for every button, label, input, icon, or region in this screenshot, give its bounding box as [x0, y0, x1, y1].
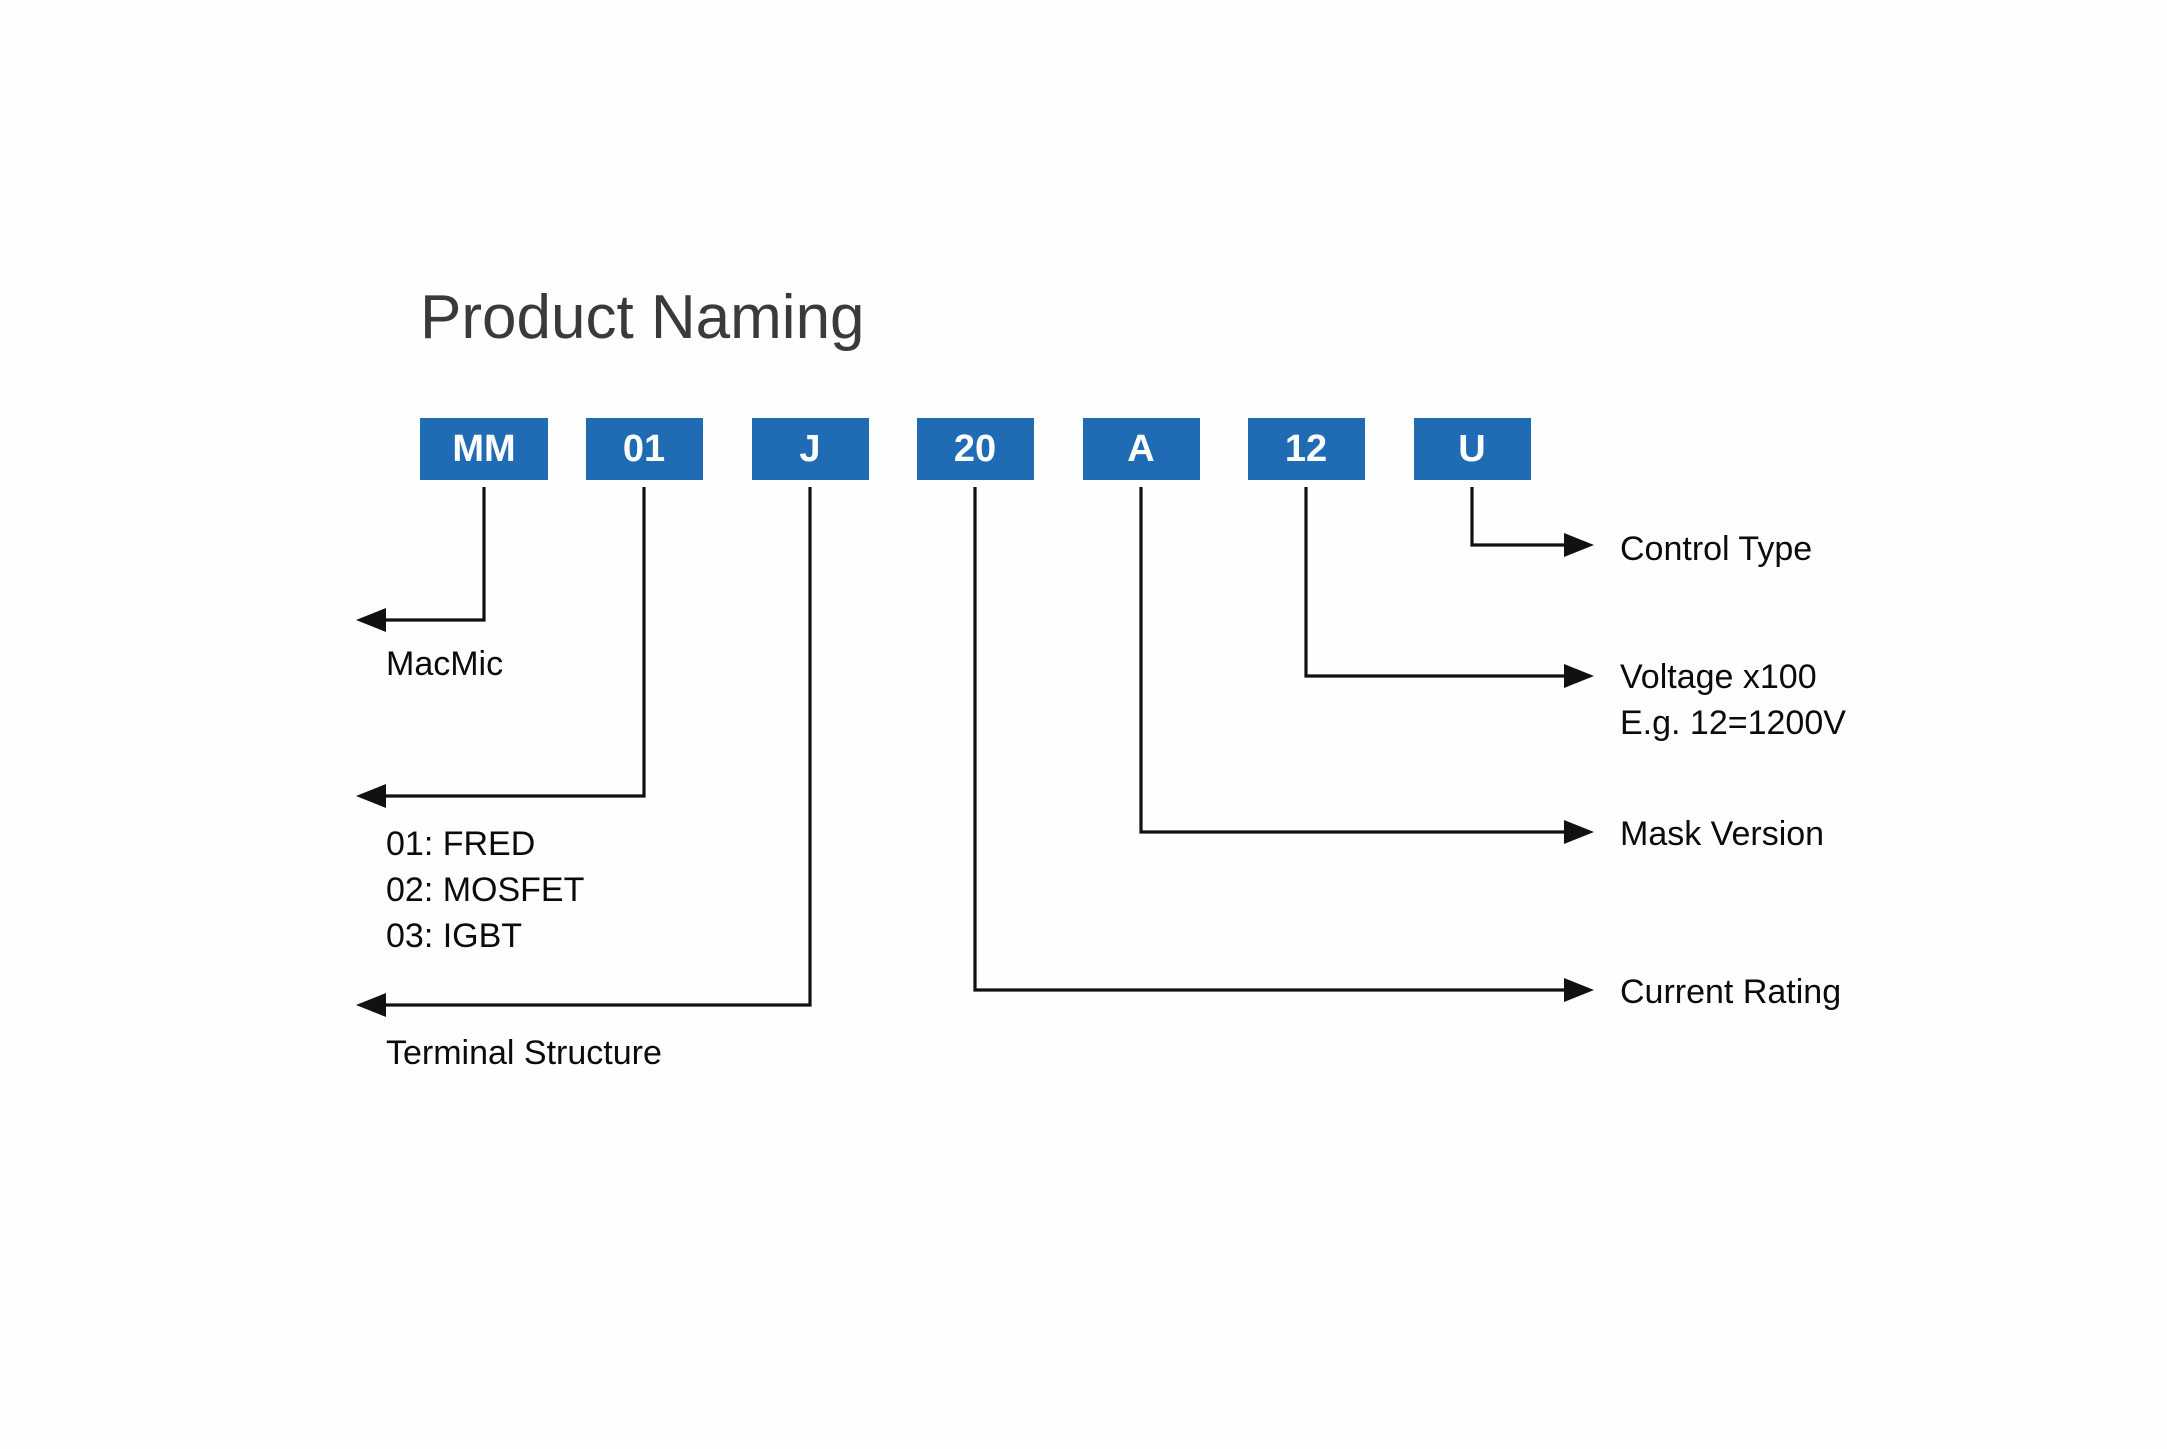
- code-box-j-rect: [752, 418, 869, 480]
- code-segment-20[interactable]: 20: [917, 418, 1034, 480]
- leader-line-current-rating: [973, 487, 1594, 1002]
- label-voltage-line2: E.g. 12=1200V: [1620, 704, 1846, 742]
- arrowhead-voltage: [1564, 664, 1594, 688]
- label-mosfet: 02: MOSFET: [386, 871, 584, 909]
- code-segment-a[interactable]: A: [1083, 418, 1200, 480]
- leader-line-mask-version: [1139, 487, 1594, 844]
- code-box-u-label: U: [1458, 428, 1485, 470]
- leader-line-control-type: [1470, 487, 1594, 557]
- code-box-u-rect: [1414, 418, 1531, 480]
- arrowhead-terminal-structure: [356, 993, 386, 1017]
- leader-line-terminal-structure: [356, 487, 812, 1017]
- label-control-type: Control Type: [1620, 530, 1812, 568]
- code-box-01-label: 01: [623, 428, 665, 470]
- arrowhead-control-type: [1564, 533, 1594, 557]
- code-box-a-rect: [1083, 418, 1200, 480]
- label-mask-version: Mask Version: [1620, 815, 1824, 853]
- leader-line-macmic: [356, 487, 486, 632]
- page-title: Product Naming: [420, 283, 865, 352]
- code-box-a-label: A: [1127, 428, 1154, 470]
- label-fred: 01: FRED: [386, 825, 535, 863]
- label-current-rating: Current Rating: [1620, 973, 1841, 1011]
- arrowhead-mask-version: [1564, 820, 1594, 844]
- label-terminal-structure: Terminal Structure: [386, 1034, 662, 1072]
- code-box-12-label: 12: [1285, 428, 1327, 470]
- arrowhead-macmic: [356, 608, 386, 632]
- leader-line-device-type: [356, 487, 646, 808]
- code-box-20-label: 20: [954, 428, 996, 470]
- code-box-j-label: J: [799, 428, 820, 470]
- code-segment-mm[interactable]: MM: [420, 418, 548, 480]
- code-box-12-rect: [1248, 418, 1365, 480]
- code-box-01-rect: [586, 418, 703, 480]
- leader-line-voltage: [1304, 487, 1594, 688]
- label-voltage-line1: Voltage x100: [1620, 658, 1817, 696]
- arrowhead-current-rating: [1564, 978, 1594, 1002]
- code-box-20-rect: [917, 418, 1034, 480]
- code-segment-12[interactable]: 12: [1248, 418, 1365, 480]
- code-box-mm-rect: [420, 418, 548, 480]
- code-segment-j[interactable]: J: [752, 418, 869, 480]
- code-segment-01[interactable]: 01: [586, 418, 703, 480]
- arrowhead-device-type: [356, 784, 386, 808]
- code-box-mm-label: MM: [452, 428, 515, 470]
- label-macmic: MacMic: [386, 645, 503, 683]
- code-segment-u[interactable]: U: [1414, 418, 1531, 480]
- label-igbt: 03: IGBT: [386, 917, 522, 955]
